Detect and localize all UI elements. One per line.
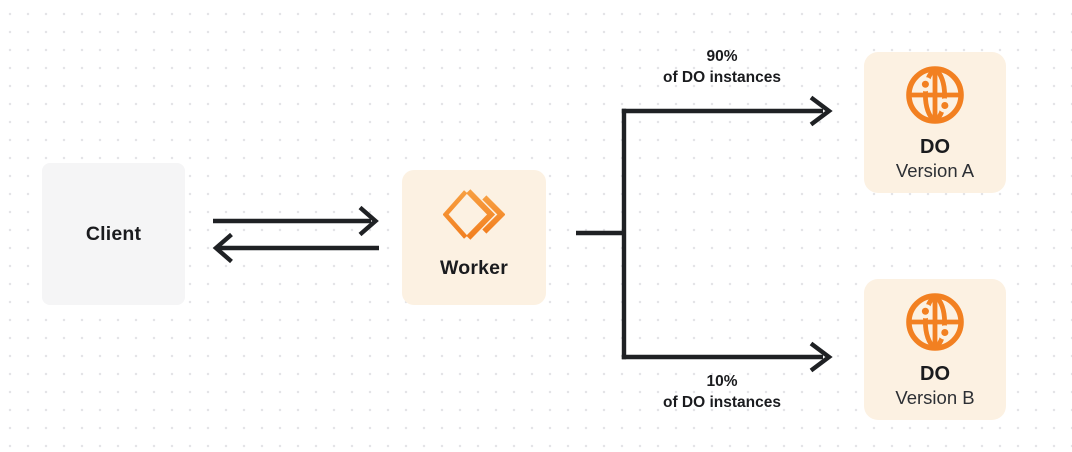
client-to-worker-arrow [213, 205, 379, 237]
durable-object-globe-icon [906, 66, 964, 124]
durable-object-globe-icon [906, 293, 964, 351]
worker-to-client-arrow [212, 232, 379, 264]
client-node: Client [42, 163, 185, 305]
do-version-a-node: DO Version A [864, 52, 1006, 193]
worker-node: Worker [402, 170, 546, 305]
branch-bottom-percent: 10% [706, 373, 738, 390]
do-a-subtitle: Version A [895, 160, 975, 181]
worker-label: Worker [439, 257, 509, 279]
branch-bottom-label: 10% of DO instances [610, 371, 834, 413]
cloudflare-workers-logo-icon [443, 189, 505, 240]
do-b-title: DO [920, 363, 950, 385]
do-version-b-node: DO Version B [864, 279, 1006, 420]
branch-top-caption: of DO instances [663, 69, 781, 86]
branch-bottom-caption: of DO instances [663, 394, 781, 411]
do-b-subtitle: Version B [895, 387, 975, 408]
branch-top-label: 90% of DO instances [610, 46, 834, 88]
do-a-title: DO [920, 136, 950, 158]
branch-connector [576, 95, 833, 373]
branch-top-percent: 90% [706, 48, 738, 65]
client-label: Client [85, 222, 142, 245]
